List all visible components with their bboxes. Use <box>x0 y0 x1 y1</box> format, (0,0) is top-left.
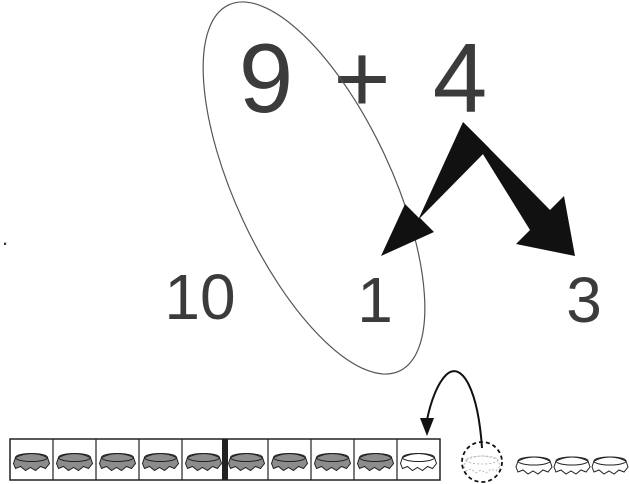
filled-cap <box>227 453 266 472</box>
filled-cap <box>270 453 309 472</box>
filled-cap <box>313 453 352 472</box>
filled-cap <box>184 453 223 472</box>
part-one: 1 <box>357 264 393 336</box>
ten-label: 10 <box>164 261 235 333</box>
arrow-left <box>381 122 489 256</box>
outside-caps <box>461 441 629 483</box>
filled-cap <box>356 453 395 472</box>
outside-cap <box>553 456 591 475</box>
filled-cap <box>141 453 180 472</box>
part-three: 3 <box>566 264 602 336</box>
stray-mark: . <box>2 225 8 250</box>
grouping-ellipse <box>202 1 426 375</box>
addend-nine: 9 <box>239 23 294 133</box>
addend-four: 4 <box>433 23 488 133</box>
move-arrowhead <box>420 418 434 436</box>
outside-cap <box>515 456 553 475</box>
outside-cap <box>591 456 629 475</box>
ten-frame-divider <box>222 439 228 480</box>
filled-cap <box>98 453 137 472</box>
ghost-cap <box>463 455 501 474</box>
filled-cap <box>55 453 94 472</box>
ghost-circle <box>461 441 503 483</box>
moved-cap <box>399 453 438 472</box>
ten-frame <box>9 438 441 481</box>
arrow-right <box>463 122 575 256</box>
filled-cap <box>12 453 51 472</box>
plus-sign: + <box>333 23 390 133</box>
move-arrow <box>426 370 483 449</box>
